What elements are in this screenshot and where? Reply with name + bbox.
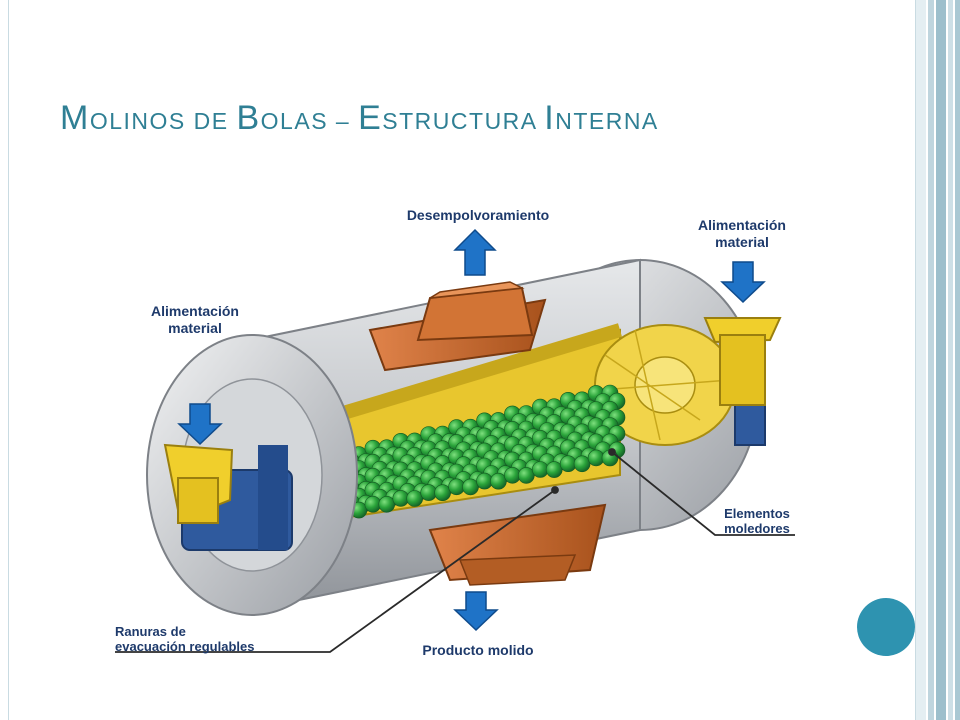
grinding-ball <box>504 466 521 484</box>
slide-frame <box>8 0 916 720</box>
grinding-ball <box>559 455 577 473</box>
label-slots-line2: evacuación regulables <box>115 639 254 654</box>
discharge-hopper <box>428 503 607 586</box>
title-part: structura <box>382 108 545 134</box>
label-grinding-media-line2: moledores <box>724 521 790 536</box>
title-part: I <box>544 99 556 137</box>
label-dust-removal: Desempolvoramiento <box>407 207 549 223</box>
arrow-down-feed-right <box>720 261 766 304</box>
title-part: olinos de <box>89 108 237 134</box>
left-feeder <box>163 443 234 524</box>
grinding-ball <box>448 478 465 496</box>
title-part: B <box>236 99 261 137</box>
title-part: E <box>358 99 383 137</box>
grinding-ball <box>434 484 451 502</box>
grinding-ball <box>517 467 535 484</box>
arrow-down-feed-left <box>177 403 223 446</box>
label-slots-line1: Ranuras de <box>115 624 186 639</box>
grinding-ball <box>573 455 591 473</box>
grinding-ball <box>476 472 493 490</box>
grinding-ball <box>420 484 438 501</box>
label-feed-right-line1: Alimentación <box>698 217 786 233</box>
slide-title: Molinos de Bolas – Estructura Interna <box>60 98 659 141</box>
arrow-down-product <box>453 591 499 632</box>
grinding-ball <box>462 478 479 496</box>
grinding-ball <box>587 449 605 467</box>
label-feed-right-line2: material <box>715 234 769 250</box>
title-part: olas – <box>260 108 359 134</box>
grinding-ball <box>378 495 396 513</box>
grinding-ball <box>490 472 507 490</box>
decorative-circle <box>857 598 915 656</box>
title-part: M <box>60 99 90 137</box>
right-feeder <box>703 317 782 406</box>
label-feed-left-line2: material <box>168 320 222 336</box>
dust-hood <box>368 281 547 372</box>
label-grinding-media-line1: Elementos <box>724 506 790 521</box>
grinding-ball <box>531 461 549 478</box>
label-feed-left-line1: Alimentación <box>151 303 239 319</box>
grinding-ball <box>364 495 382 513</box>
grinding-ball <box>545 461 563 478</box>
label-ground-product: Producto molido <box>422 642 533 658</box>
leader-lines <box>115 448 795 653</box>
title-part: nterna <box>555 108 659 134</box>
arrow-up-dust <box>453 228 497 276</box>
right-decorative-bars <box>916 0 960 720</box>
grinding-ball <box>392 490 410 507</box>
grinding-ball <box>406 490 424 507</box>
